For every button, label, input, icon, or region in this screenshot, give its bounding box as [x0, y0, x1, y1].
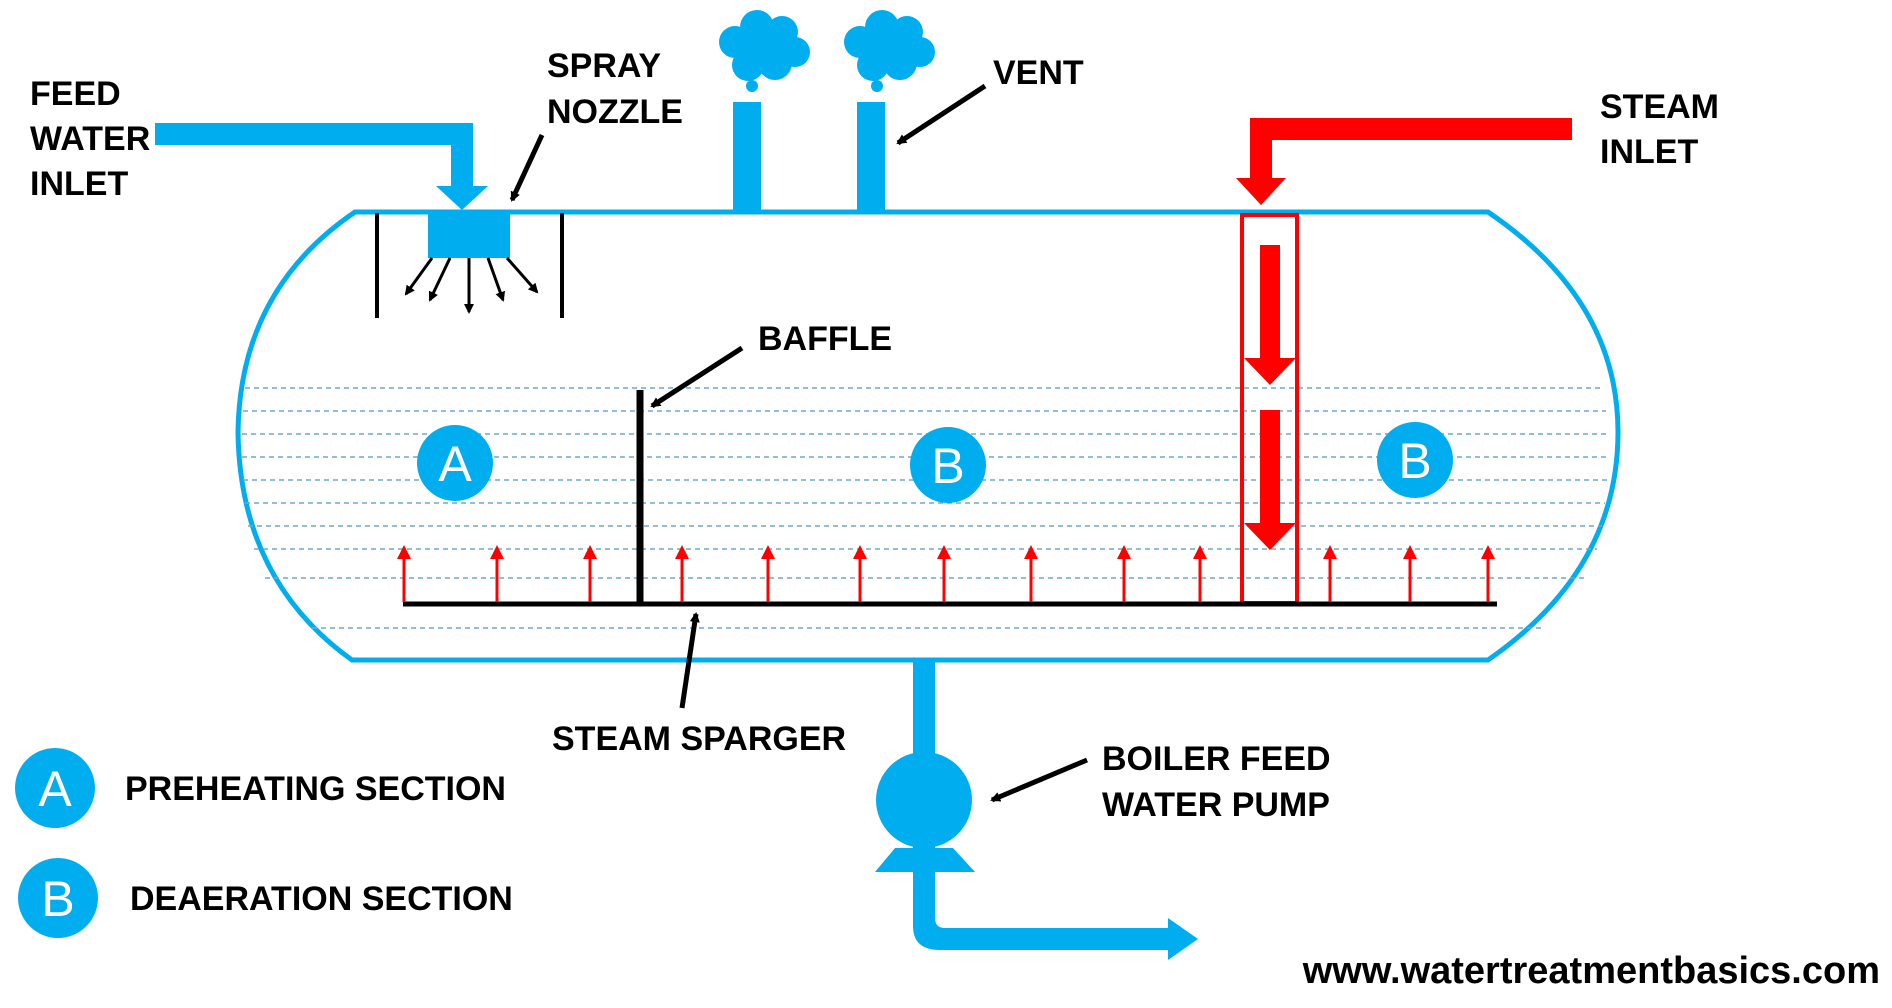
- spray-nozzle: [375, 210, 564, 318]
- boiler-feed-water-pump: [875, 752, 975, 872]
- boiler-feed-water-pump-label: BOILER FEED WATER PUMP: [1102, 740, 1340, 824]
- steam-sparger-pointer: [679, 612, 700, 709]
- legend: A PREHEATING SECTION B DEAERATION SECTIO…: [15, 748, 513, 938]
- svg-text:PREHEATING SECTION: PREHEATING SECTION: [125, 770, 506, 808]
- baffle-pointer: [650, 345, 744, 409]
- svg-text:A: A: [438, 436, 472, 492]
- svg-text:DEAERATION SECTION: DEAERATION SECTION: [130, 880, 513, 918]
- section-marker-b: B: [910, 427, 986, 503]
- vent-cloud-icon: [719, 10, 810, 92]
- feed-water-inlet-label: FEED WATER INLET: [30, 75, 160, 203]
- svg-text:B: B: [41, 871, 74, 927]
- legend-item-preheating: A PREHEATING SECTION: [15, 748, 506, 828]
- vent-label: VENT: [993, 54, 1084, 92]
- spray-nozzle-pointer: [509, 133, 545, 202]
- steam-bubble-arrows: [397, 545, 1495, 602]
- vent-pipes: [719, 10, 935, 212]
- spray-nozzle-label: SPRAY NOZZLE: [547, 47, 683, 131]
- vent-cloud-icon: [844, 10, 935, 92]
- steam-sparger-label: STEAM SPARGER: [552, 720, 846, 758]
- svg-text:B: B: [1398, 433, 1431, 489]
- website-url: www.watertreatmentbasics.com: [1302, 950, 1880, 992]
- feed-water-pipe: [155, 123, 488, 210]
- steam-column: [1240, 213, 1299, 605]
- steam-inlet-label: STEAM INLET: [1600, 88, 1728, 171]
- steam-inlet-pipe: [1236, 118, 1572, 205]
- svg-text:A: A: [38, 761, 72, 817]
- section-marker-a: A: [417, 425, 493, 501]
- svg-text:B: B: [931, 438, 964, 494]
- vent-pointer: [896, 83, 987, 146]
- baffle-label: BAFFLE: [758, 320, 892, 358]
- legend-item-deaeration: B DEAERATION SECTION: [18, 858, 513, 938]
- pointer-arrows: [509, 83, 1088, 803]
- deaerator-vessel: [235, 209, 1621, 663]
- section-marker-b: B: [1377, 422, 1453, 498]
- pump-pointer: [990, 757, 1088, 803]
